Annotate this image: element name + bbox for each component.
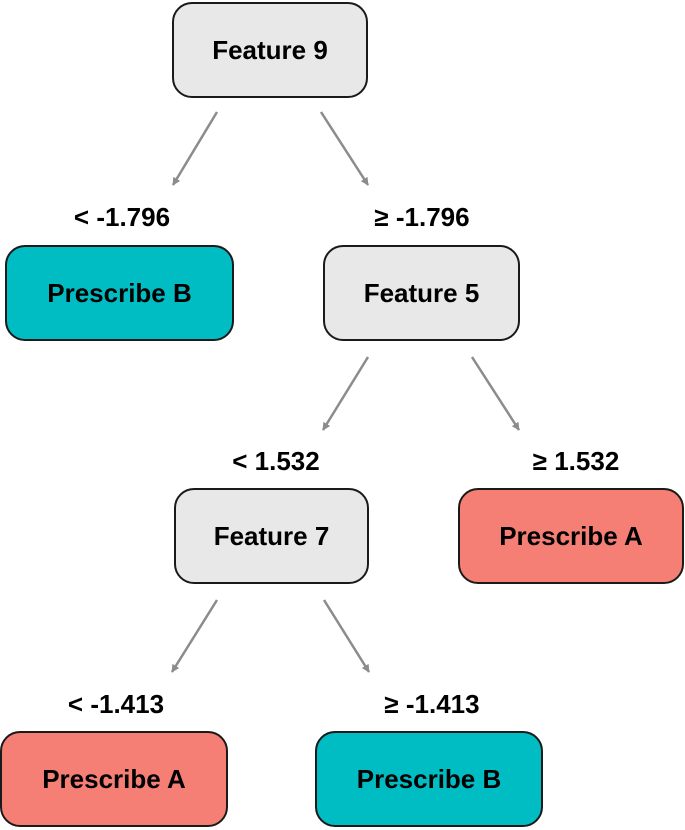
- edge-label-feature-7-right: ≥ -1.413: [384, 689, 480, 719]
- edge-label-feature-7-left: < -1.413: [67, 689, 165, 719]
- edge-label-feature-5-left: < 1.532: [232, 446, 320, 476]
- node-prescribe-a-bottom: Prescribe A: [0, 731, 228, 827]
- edge-arrow: [171, 111, 219, 186]
- edge-label-root-left: < -1.796: [73, 202, 171, 232]
- node-prescribe-b-top: Prescribe B: [5, 245, 234, 341]
- node-label: Prescribe B: [356, 763, 502, 794]
- node-feature-9: Feature 9: [172, 2, 368, 98]
- edge-arrow: [319, 111, 370, 186]
- node-label: Prescribe B: [47, 277, 192, 308]
- node-label: Feature 5: [363, 277, 480, 308]
- edge-arrow: [470, 356, 521, 431]
- node-label: Feature 9: [212, 34, 328, 65]
- edge-root-to-feature-5: [319, 111, 370, 186]
- edge-feature-7-to-prescribe-a: [170, 599, 219, 673]
- edge-arrow: [322, 599, 371, 673]
- node-label: Prescribe A: [499, 520, 643, 551]
- node-feature-7: Feature 7: [174, 488, 369, 584]
- edge-feature-5-to-feature-7: [321, 356, 370, 431]
- node-label: Feature 7: [213, 520, 330, 551]
- edge-arrow: [321, 356, 370, 431]
- edge-feature-5-to-prescribe-a: [470, 356, 521, 431]
- edge-root-to-prescribe-b: [171, 111, 219, 186]
- edge-label-feature-5-right: ≥ 1.532: [532, 446, 620, 476]
- node-prescribe-b-bottom: Prescribe B: [315, 731, 543, 827]
- edge-label-root-right: ≥ -1.796: [374, 202, 470, 232]
- edge-feature-7-to-prescribe-b: [322, 599, 371, 673]
- edge-arrow: [170, 599, 219, 673]
- node-feature-5: Feature 5: [323, 245, 520, 341]
- node-prescribe-a-right: Prescribe A: [458, 488, 684, 584]
- node-label: Prescribe A: [42, 763, 186, 794]
